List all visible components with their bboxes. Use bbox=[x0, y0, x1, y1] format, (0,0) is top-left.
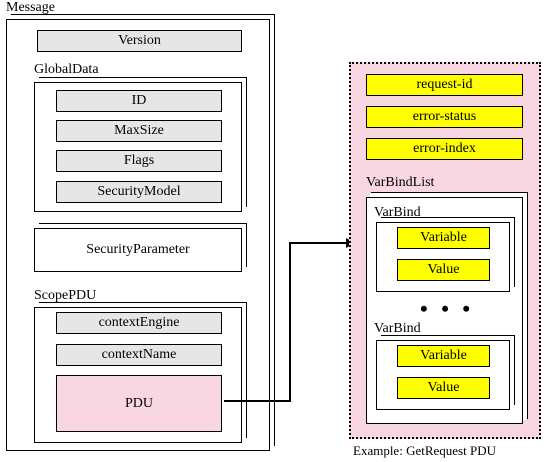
pdu-box: PDU bbox=[56, 375, 222, 432]
message-title: Message bbox=[6, 0, 55, 15]
scope-pdu-field-context-engine: contextEngine bbox=[56, 312, 222, 334]
pdu-caption: Example: GetRequest PDU bbox=[353, 443, 496, 458]
global-data-field-maxsize: MaxSize bbox=[56, 120, 222, 142]
version-field: Version bbox=[37, 30, 242, 52]
varbind-variable-field: Variable bbox=[397, 345, 490, 367]
error-status-field: error-status bbox=[366, 106, 523, 128]
varbind-value-field: Value bbox=[397, 377, 490, 399]
varbind-variable-field: Variable bbox=[397, 227, 490, 249]
global-data-field-flags: Flags bbox=[56, 150, 222, 172]
varbind-ellipsis: • • • bbox=[420, 296, 475, 321]
global-data-title: GlobalData bbox=[34, 62, 99, 77]
error-index-field: error-index bbox=[366, 138, 523, 160]
scope-pdu-title: ScopePDU bbox=[34, 288, 97, 303]
scope-pdu-field-context-name: contextName bbox=[56, 344, 222, 366]
request-id-field: request-id bbox=[366, 74, 523, 96]
varbind-title: VarBind bbox=[374, 205, 421, 220]
varbind-value-field: Value bbox=[397, 259, 490, 281]
global-data-field-security-model: SecurityModel bbox=[56, 181, 222, 203]
security-parameter-label: SecurityParameter bbox=[86, 242, 190, 257]
security-parameter-box bbox=[34, 228, 242, 272]
varbind-list-title: VarBindList bbox=[366, 175, 435, 190]
pdu-label: PDU bbox=[124, 395, 153, 411]
varbind-title: VarBind bbox=[374, 321, 421, 336]
global-data-field-id: ID bbox=[56, 90, 222, 112]
